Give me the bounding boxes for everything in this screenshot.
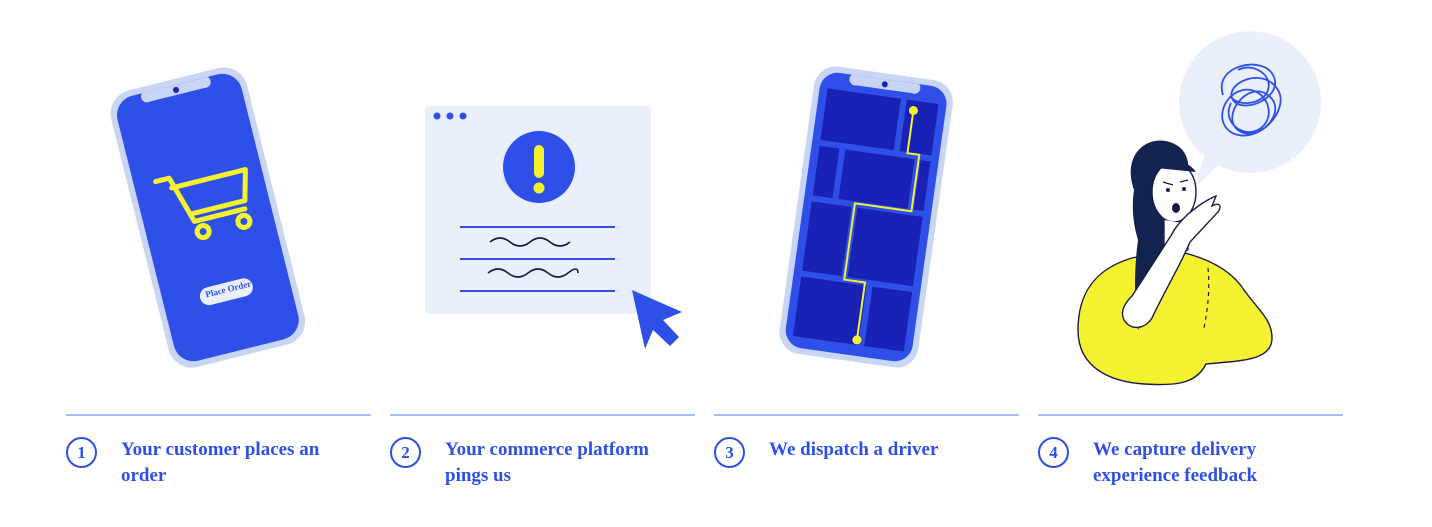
phone-cart-icon: Place Order xyxy=(110,67,306,368)
step-4: 4 We capture delivery experience feedbac… xyxy=(1038,0,1343,527)
step-number: 4 xyxy=(1038,437,1069,468)
step-3: 3 We dispatch a driver xyxy=(714,0,1019,527)
step-number: 1 xyxy=(66,437,97,468)
step-number: 3 xyxy=(714,437,745,468)
confused-person-icon xyxy=(1077,31,1321,386)
step-1: Place Order 1 Your customer places an or… xyxy=(66,0,371,527)
step-label: Your commerce platform pings us xyxy=(445,439,650,486)
step-2: 2 Your commerce platform pings us xyxy=(390,0,695,527)
step-label: We dispatch a driver xyxy=(769,439,939,460)
scribble-icon xyxy=(1220,63,1282,137)
browser-alert-icon xyxy=(425,106,682,349)
divider xyxy=(66,414,371,416)
phone-map-route-icon xyxy=(779,66,953,368)
divider xyxy=(390,414,695,416)
step-label: Your customer places an order xyxy=(121,439,320,486)
cursor-icon xyxy=(632,290,682,349)
divider xyxy=(1038,414,1343,416)
step-number: 2 xyxy=(390,437,421,468)
step-label: We capture delivery experience feedback xyxy=(1093,439,1258,486)
divider xyxy=(714,414,1019,416)
